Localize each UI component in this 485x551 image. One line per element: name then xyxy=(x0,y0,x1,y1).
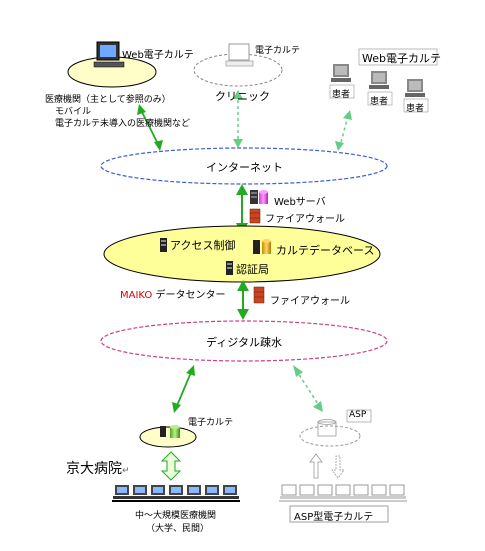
asp-caption-box xyxy=(289,505,389,523)
return-mark: ↵ xyxy=(122,466,130,476)
pc-icon xyxy=(225,43,254,67)
server-icon xyxy=(226,261,233,275)
hospital-link-arrow xyxy=(160,451,182,481)
clinic-left-note: モバイル xyxy=(55,107,92,117)
firewall-label: ファイアウォール xyxy=(270,296,350,307)
arrow-patients-internet xyxy=(335,110,352,151)
arrow-digital-asp xyxy=(293,365,323,412)
terminal-icon xyxy=(131,485,149,499)
server-icon xyxy=(160,238,167,252)
patients-title: Web電子カルテ xyxy=(362,52,441,65)
asp-group xyxy=(299,409,372,447)
clinic-left-group xyxy=(67,41,157,88)
web-server-label: Webサーバ xyxy=(274,197,326,208)
hospital-caption: （大学、民間） xyxy=(146,524,210,534)
internet-ellipse xyxy=(100,147,388,185)
terminal-icon xyxy=(388,484,406,499)
patient-pc-icon xyxy=(367,71,393,106)
clinic-left-ellipse xyxy=(67,56,157,88)
database-icon xyxy=(170,425,180,438)
patient-pc-icon xyxy=(329,64,355,99)
terminal-icon xyxy=(149,485,167,499)
patient-label: 患者 xyxy=(406,104,425,114)
terminal-icon xyxy=(203,485,221,499)
patients-title-box xyxy=(358,48,438,66)
hospital-name-text: 京大病院 xyxy=(66,461,122,477)
server-icon xyxy=(160,426,166,437)
hospital-ellipse xyxy=(139,426,197,448)
asp-label: ASP xyxy=(349,410,367,420)
clinic-center-title: 電子カルテ xyxy=(255,46,301,56)
firewall-label: ファイアウォール xyxy=(265,214,345,225)
hospital-terminals xyxy=(112,485,240,502)
pc-icon xyxy=(93,41,125,68)
patient-pc-icon xyxy=(403,79,429,113)
clinic-center-ellipse xyxy=(193,53,283,87)
clinic-center-group xyxy=(193,43,283,87)
digital-net-label: ディジタル疎水 xyxy=(206,336,283,349)
hospital-name: 京大病院↵ xyxy=(66,458,130,478)
access-control-label: アクセス制御 xyxy=(170,239,236,252)
database-icon xyxy=(253,239,271,254)
patient-label: 患者 xyxy=(370,97,389,107)
terminal-icon xyxy=(185,485,203,499)
asp-ellipse xyxy=(299,425,361,447)
arrow-digital-hospital xyxy=(172,365,195,413)
terminal-icon xyxy=(352,484,370,499)
cert-authority-label: 認証局 xyxy=(236,263,269,276)
terminal-icon xyxy=(113,485,131,499)
clinic-left-title: Web電子カルテ xyxy=(122,50,194,61)
patient-label: 患者 xyxy=(332,90,351,100)
terminal-icon xyxy=(334,484,352,499)
asp-caption: ASP型電子カルテ xyxy=(294,512,374,523)
asp-link-arrows xyxy=(309,453,345,479)
terminal-icon xyxy=(280,484,298,499)
clinic-center-label: クリニック xyxy=(215,90,270,103)
web-server-icon xyxy=(250,190,268,204)
terminal-icon xyxy=(298,484,316,499)
datacenter-name: MAIKO データセンター xyxy=(120,286,226,301)
terminal-icon xyxy=(370,484,388,499)
terminal-icon xyxy=(167,485,185,499)
clinic-left-note: 電子カルテ未導入の医療機関など xyxy=(55,119,191,129)
digital-net-ellipse xyxy=(100,320,388,362)
terminal-icon xyxy=(221,485,239,499)
datacenter-name-prefix: MAIKO xyxy=(120,290,153,301)
arrow-clinic-center-internet xyxy=(233,90,243,148)
arrow-clinic-left-internet xyxy=(137,104,163,151)
chart-db-label: カルテデータベース xyxy=(276,244,375,257)
internet-label: インターネット xyxy=(206,161,283,174)
asp-label-box xyxy=(346,409,372,423)
patients-group xyxy=(329,48,438,113)
asp-terminals xyxy=(279,484,407,502)
hospital-system-label: 電子カルテ xyxy=(188,418,234,428)
firewall-icon xyxy=(249,208,261,224)
terminal-icon xyxy=(316,484,334,499)
datacenter-name-suffix: データセンター xyxy=(152,290,226,301)
hospital-caption: 中～大規模医療機関 xyxy=(135,511,217,521)
firewall-icon xyxy=(253,286,265,304)
clinic-left-note: 医療機関（主として参照のみ） xyxy=(45,95,171,105)
arrow-datacenter-digital xyxy=(237,280,249,320)
